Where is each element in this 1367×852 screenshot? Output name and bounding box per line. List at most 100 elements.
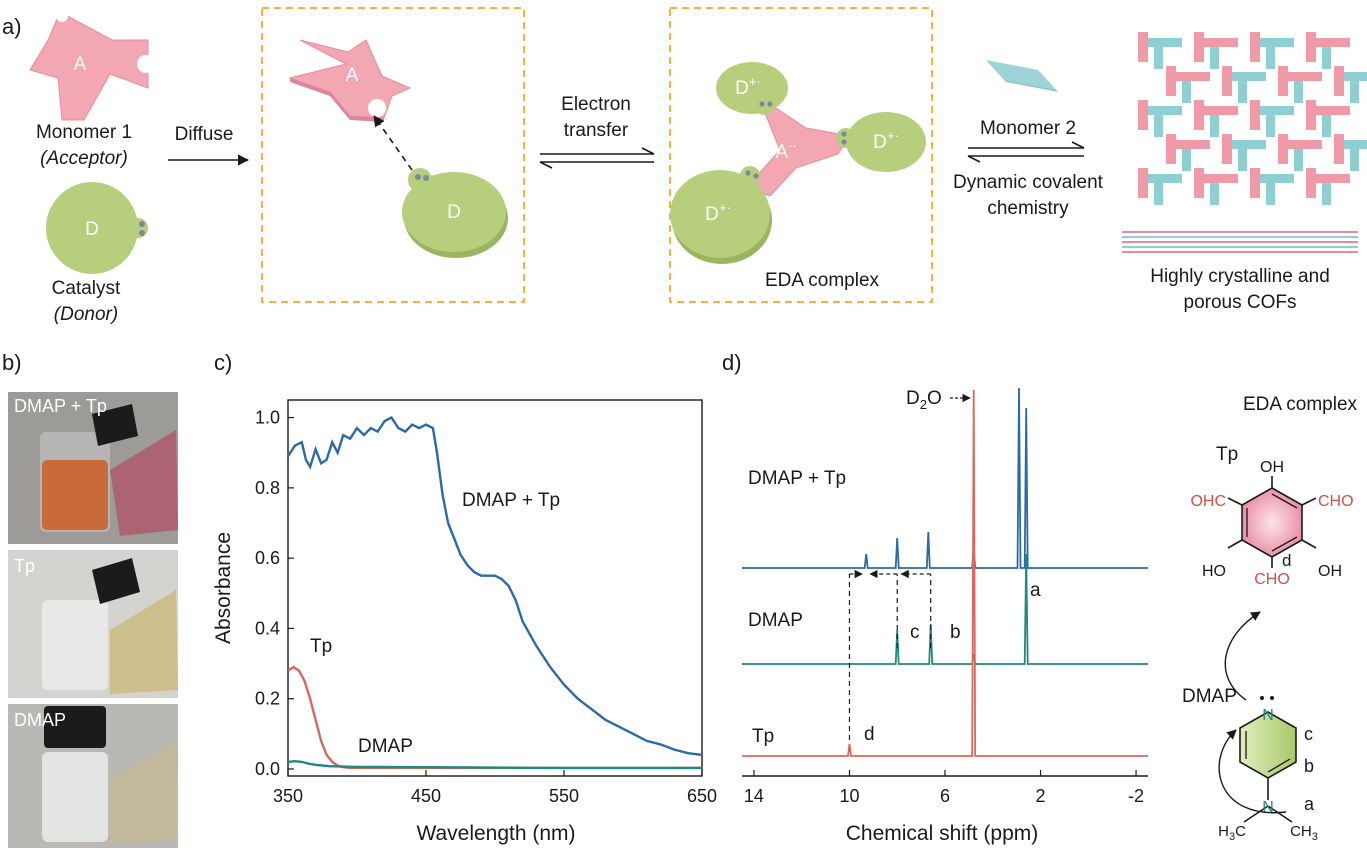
dmap-a-label: a <box>1304 794 1315 814</box>
cof-link-32 <box>1266 115 1275 137</box>
tp-cho-bottom: CHO <box>1254 571 1290 588</box>
uv-series-line-0 <box>286 416 703 757</box>
cof-link-17 <box>1238 81 1247 103</box>
complex-donor-bottom <box>670 166 772 264</box>
cof-node-31 <box>1250 100 1260 130</box>
uv-xtick-label-1: 450 <box>411 786 441 806</box>
tp-ho-left: HO <box>1202 563 1226 580</box>
cof-node-52 <box>1194 168 1204 198</box>
eda-complex-box <box>669 7 933 303</box>
complex-donor-top <box>716 62 788 115</box>
cof-link-8 <box>1266 47 1275 69</box>
panel-c-label: c) <box>214 350 232 375</box>
cof-strut-42 <box>1282 140 1322 149</box>
catalyst-role: (Donor) <box>54 304 118 325</box>
monomer1-acceptor-shape <box>29 10 155 121</box>
cof-strut-48 <box>1142 174 1182 183</box>
cof-strut-39 <box>1226 140 1266 149</box>
nmr-xtick-label-1: 10 <box>839 786 859 806</box>
complex-donor-right <box>836 112 926 172</box>
photo-dmap-tp <box>8 392 178 544</box>
uv-ytick-label-3: 0.6 <box>255 548 280 568</box>
panel-b-label: b) <box>2 350 22 375</box>
nmr-peak-d: d <box>864 724 875 745</box>
complex-core-label: A-· <box>775 138 796 163</box>
nmr-peak-b: b <box>950 622 961 643</box>
nmr-x-title: Chemical shift (ppm) <box>846 822 1039 845</box>
uv-ytick-label-2: 0.4 <box>255 618 280 638</box>
uv-series <box>286 416 703 770</box>
photo-label-dmap-tp: DMAP + Tp <box>14 396 107 416</box>
nmr-series-trace-1 <box>742 553 1148 665</box>
step-diffuse: Diffuse <box>175 124 234 145</box>
cof-label-line2: porous COFs <box>1184 292 1297 313</box>
cof-link-44 <box>1294 149 1303 171</box>
cof-layers <box>1122 231 1358 253</box>
nmr-xtick-label-0: 14 <box>744 786 764 806</box>
cof-node-37 <box>1166 134 1176 164</box>
cof-node-34 <box>1306 100 1316 130</box>
cof-label-line1: Highly crystalline and <box>1150 266 1330 287</box>
uv-label-dmap: DMAP <box>358 736 413 757</box>
uv-xtick-label-2: 550 <box>549 786 579 806</box>
dmap-ring <box>1239 696 1297 823</box>
dmap-methyl-left: H3C <box>1218 823 1246 843</box>
panel-a-label: a) <box>2 14 22 39</box>
nmr-shift-arrows <box>848 569 932 740</box>
monomer1-role: (Acceptor) <box>40 148 128 169</box>
nmr-peak-c: c <box>910 622 920 643</box>
catalyst-name: Catalyst <box>52 278 121 299</box>
nmr-label-dmap-tp: DMAP + Tp <box>748 468 846 489</box>
box1-acceptor-shape <box>288 39 412 122</box>
cof-link-29 <box>1210 115 1219 137</box>
push-arrow <box>1218 729 1287 814</box>
uv-ytick-label-0: 0.0 <box>255 759 280 779</box>
cof-node-19 <box>1278 66 1288 96</box>
dmap-methyl-right: CH3 <box>1290 823 1318 843</box>
cof-node-58 <box>1306 168 1316 198</box>
nmr-series <box>742 387 1148 757</box>
cof-node-25 <box>1138 100 1148 130</box>
box1-acceptor-label: A <box>346 65 359 86</box>
cof-strut-6 <box>1254 38 1294 47</box>
tp-oh-top: OH <box>1260 459 1284 476</box>
cof-node-46 <box>1334 134 1344 164</box>
step-dcc-line1: Dynamic covalent <box>953 172 1104 193</box>
uv-xtick-label-3: 650 <box>687 786 717 806</box>
catalyst-donor-shape <box>46 182 148 274</box>
cof-strut-0 <box>1142 38 1182 47</box>
cof-node-16 <box>1222 66 1232 96</box>
step-monomer2: Monomer 2 <box>980 118 1076 139</box>
box1-donor-shape <box>402 168 508 258</box>
dmap-ring-n: N <box>1262 707 1274 724</box>
approach-arrow <box>373 115 413 171</box>
tp-structure-label: Tp <box>1216 444 1238 465</box>
cof-strut-27 <box>1198 106 1238 115</box>
tp-cho-right: CHO <box>1318 493 1354 510</box>
cof-link-47 <box>1350 149 1359 171</box>
cof-node-10 <box>1306 32 1316 62</box>
dmap-amine-n: N <box>1262 799 1274 816</box>
step-electron-line2: transfer <box>564 120 629 141</box>
uv-label-dmap-tp: DMAP + Tp <box>462 490 560 511</box>
photo-label-dmap: DMAP <box>14 710 66 730</box>
cof-link-56 <box>1266 183 1275 205</box>
uv-plot-frame <box>287 399 703 777</box>
cof-link-20 <box>1294 81 1303 103</box>
cof-strut-9 <box>1310 38 1350 47</box>
cof-strut-21 <box>1338 72 1367 81</box>
tp-oh-right: OH <box>1318 563 1342 580</box>
photo-tp <box>8 550 178 698</box>
uv-x-title: Wavelength (nm) <box>416 822 575 845</box>
dmap-b-label: b <box>1304 756 1314 776</box>
nmr-xtick-label-3: 2 <box>1036 786 1046 806</box>
cof-link-11 <box>1322 47 1331 69</box>
cof-link-53 <box>1210 183 1219 205</box>
cof-node-55 <box>1250 168 1260 198</box>
cof-link-26 <box>1154 115 1163 137</box>
cof-node-43 <box>1278 134 1288 164</box>
uv-series-line-2 <box>287 759 702 770</box>
